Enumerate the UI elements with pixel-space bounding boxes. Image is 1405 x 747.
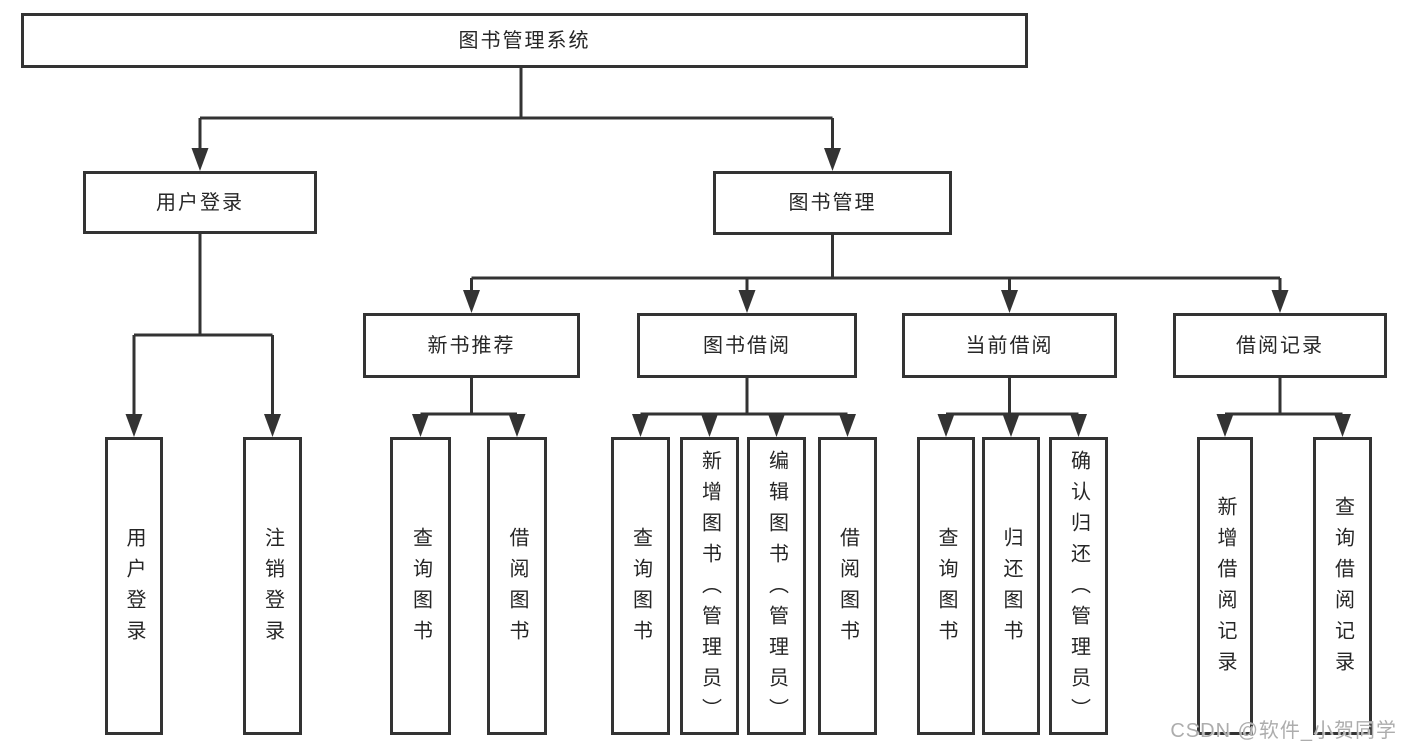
leaf-query-books-current: 查询图书 xyxy=(917,437,975,735)
node-borrow-records: 借阅记录 xyxy=(1173,313,1387,378)
connector-book-borrow-to-leaves xyxy=(632,378,856,437)
csdn-watermark: CSDN @软件_小贺同学 xyxy=(1170,720,1397,742)
leaf-edit-books-admin: 编辑图书（管理员） xyxy=(747,437,806,735)
leaf-add-borrow-record: 新增借阅记录 xyxy=(1197,437,1253,735)
leaf-borrow-books-recommend: 借阅图书 xyxy=(487,437,547,735)
leaf-query-books-recommend: 查询图书 xyxy=(390,437,451,735)
connector-current-borrow-to-leaves xyxy=(937,378,1087,437)
connector-user-login-to-leaves xyxy=(125,234,281,437)
leaf-query-books-borrow: 查询图书 xyxy=(611,437,670,735)
connector-new-book-to-leaves xyxy=(412,378,526,437)
node-current-borrow: 当前借阅 xyxy=(902,313,1117,378)
leaf-query-borrow-record: 查询借阅记录 xyxy=(1313,437,1372,735)
node-book-management: 图书管理 xyxy=(713,171,952,235)
node-user-login: 用户登录 xyxy=(83,171,317,234)
node-new-book-recommend: 新书推荐 xyxy=(363,313,580,378)
node-book-borrow: 图书借阅 xyxy=(637,313,857,378)
leaf-borrow-books: 借阅图书 xyxy=(818,437,877,735)
leaf-return-books: 归还图书 xyxy=(982,437,1040,735)
node-library-system: 图书管理系统 xyxy=(21,13,1028,68)
leaf-add-books-admin: 新增图书（管理员） xyxy=(680,437,739,735)
connector-book-management-to-level3 xyxy=(463,235,1289,313)
connector-borrow-records-to-leaves xyxy=(1216,378,1351,437)
connector-root-to-level2 xyxy=(191,68,841,171)
leaf-user-login: 用户登录 xyxy=(105,437,163,735)
leaf-confirm-return-admin: 确认归还（管理员） xyxy=(1049,437,1108,735)
leaf-logout: 注销登录 xyxy=(243,437,302,735)
